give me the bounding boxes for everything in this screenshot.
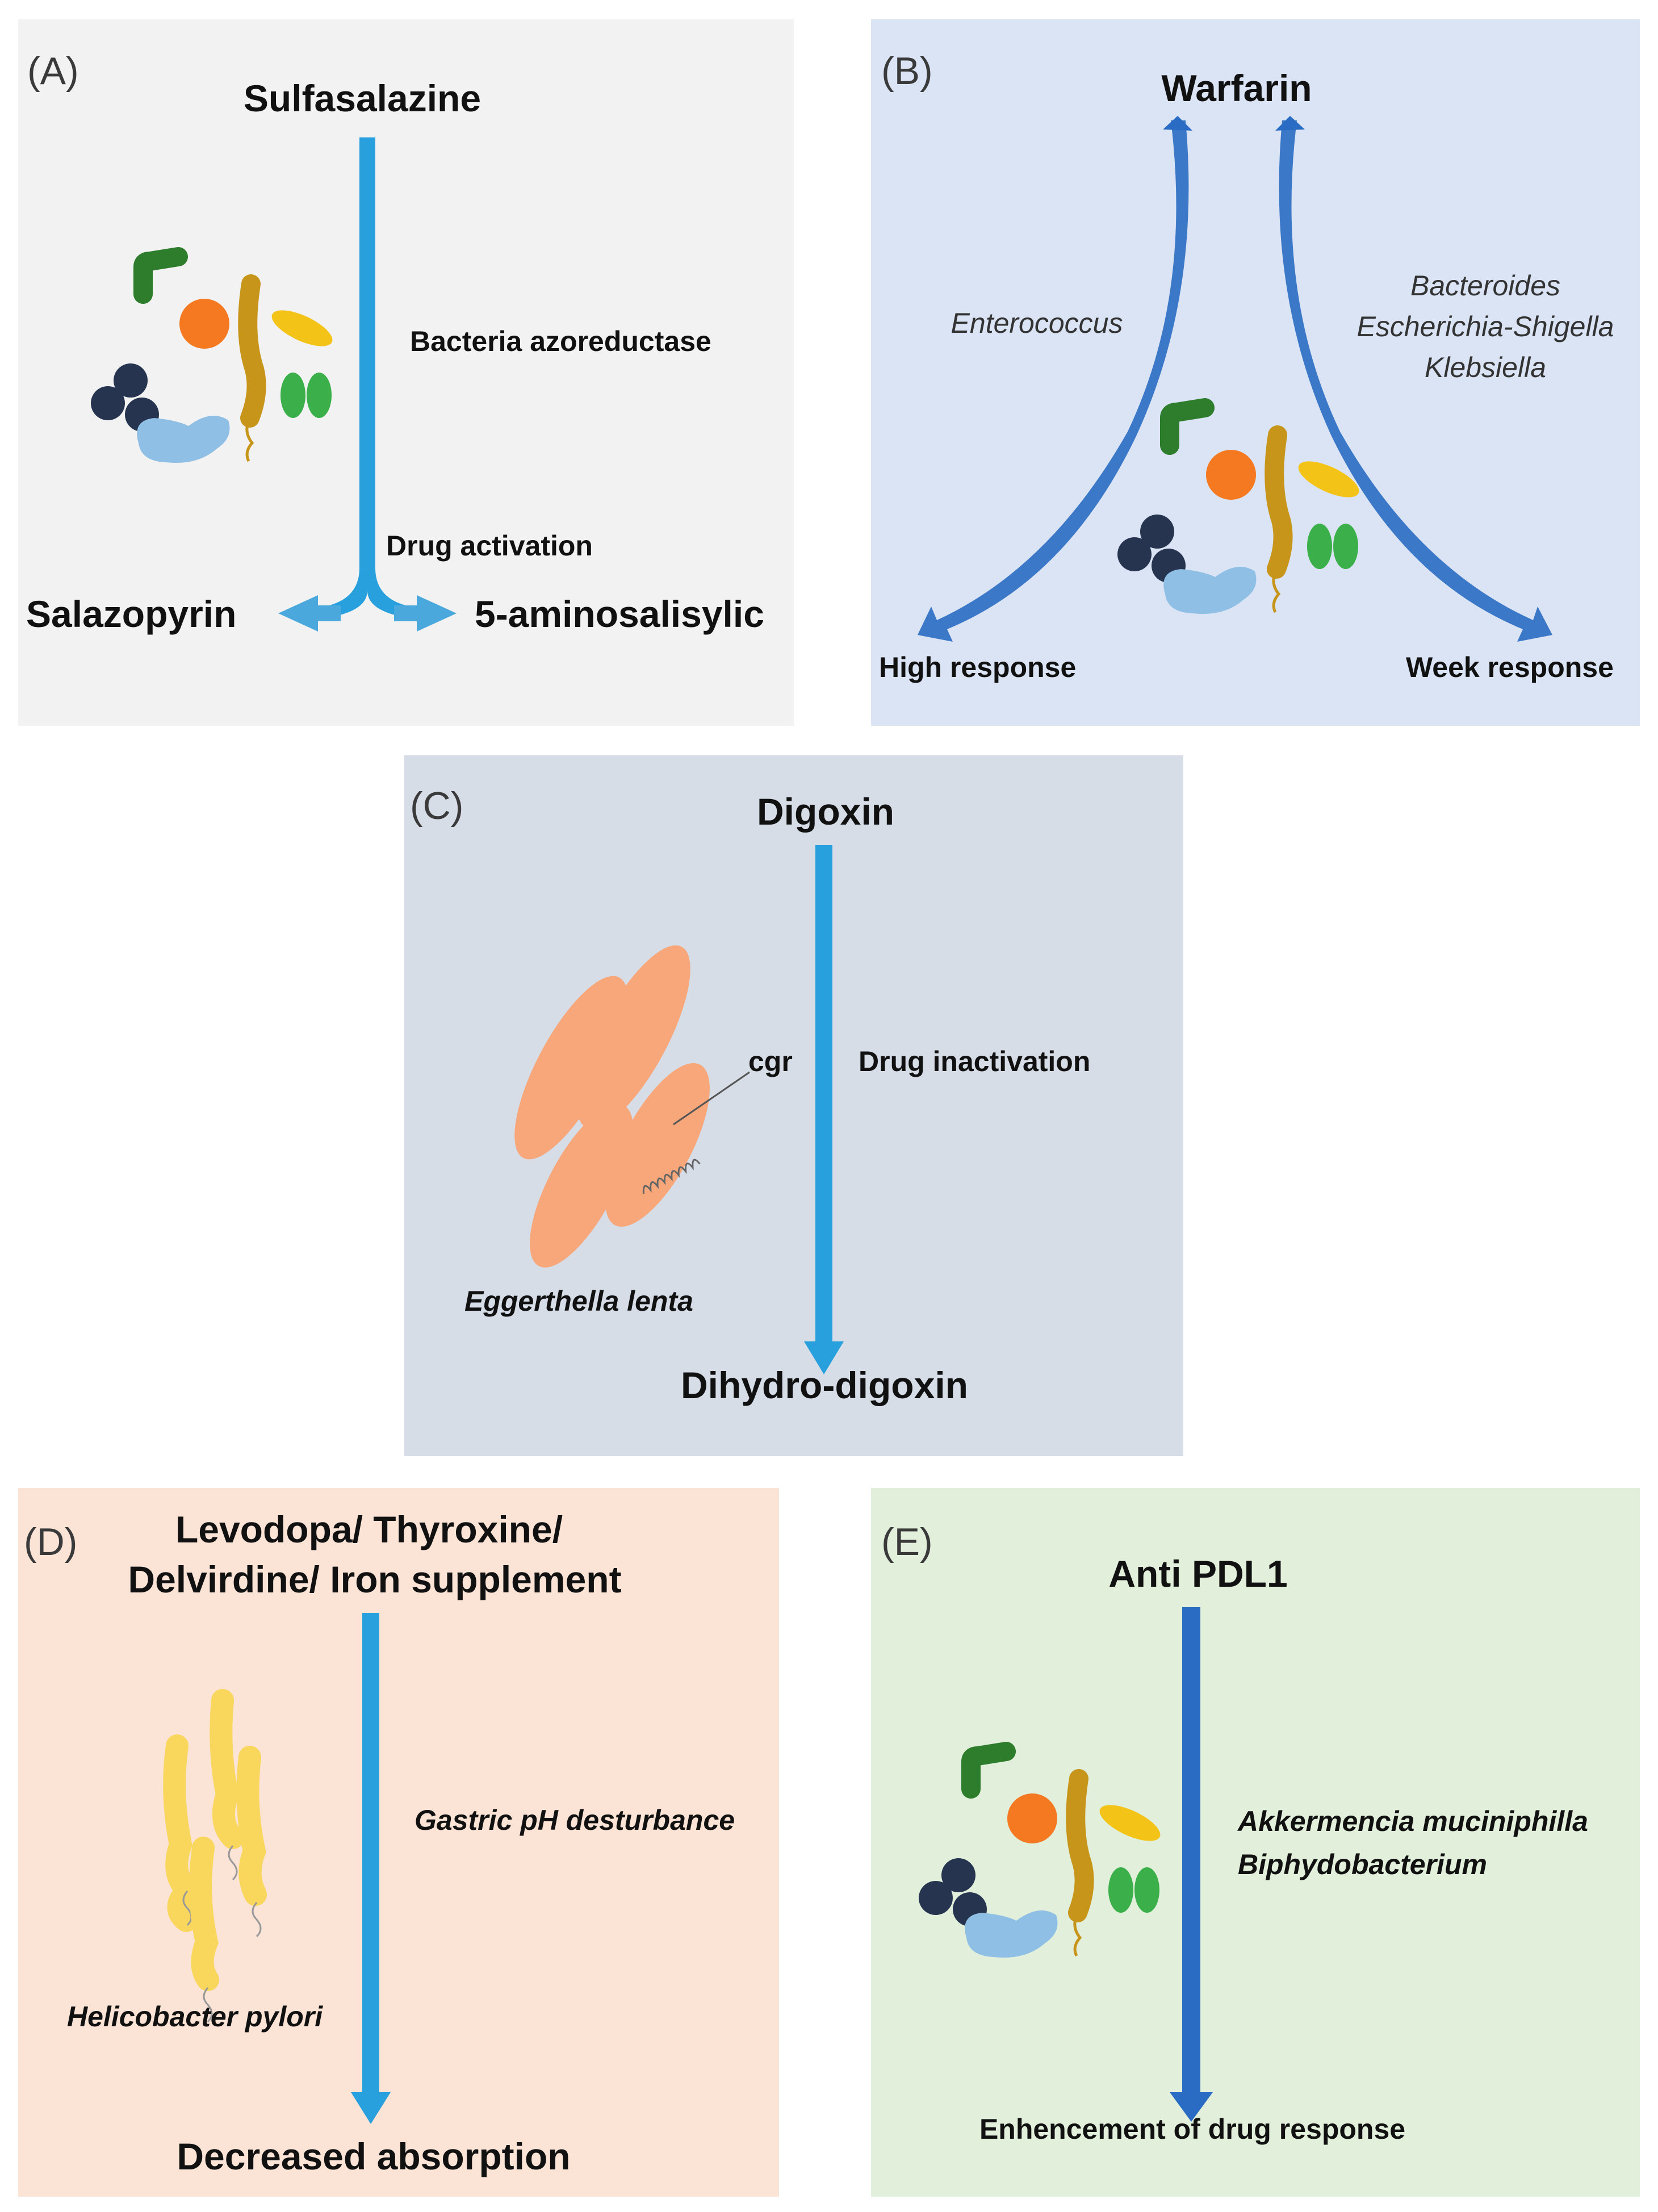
- biphydobacterium-label: Biphydobacterium: [1238, 1849, 1487, 1880]
- gastric-ph-disturbance-label: Gastric pH desturbance: [414, 1804, 735, 1836]
- digoxin-label: Digoxin: [757, 791, 894, 833]
- arrow-to-salazopyrin: [278, 595, 341, 632]
- drugs-line-2-label: Delvirdine/ Iron supplement: [128, 1558, 621, 1600]
- panel-d: (D) Levodopa/ Thyroxine/ Delvirdine/ Iro…: [18, 1488, 779, 2197]
- escherichia-shigella-label: Escherichia-Shigella: [1356, 311, 1614, 342]
- panel-e: (E) Anti PDL1 Akkermencia muciniphilla B…: [871, 1488, 1640, 2197]
- eggerthella-cell-2: [577, 945, 690, 1129]
- eggerthella-cell-3: [530, 1104, 633, 1268]
- eggerthella-cell-1: [514, 976, 628, 1160]
- 5-aminosalisylic-label: 5-aminosalisylic: [475, 593, 764, 635]
- panel-d-arrowhead: [351, 2092, 391, 2124]
- akkermencia-label: Akkermencia muciniphilla: [1237, 1805, 1588, 1837]
- cgr-label: cgr: [748, 1046, 793, 1077]
- cgr-gene-squiggle: [642, 1159, 701, 1194]
- panel-a: (A) Sulfasalazine Bacteria azoreductase …: [18, 19, 794, 726]
- helicobacter-pylori-label: Helicobacter pylori: [67, 2001, 323, 2033]
- panel-c: (C) Digoxin cgr Drug inactivation Eggert…: [404, 755, 1183, 1456]
- panel-e-arrowhead: [1170, 2092, 1213, 2122]
- panel-e-background: [871, 1488, 1640, 2197]
- eggerthella-lenta-label: Eggerthella lenta: [464, 1285, 693, 1317]
- warfarin-label: Warfarin: [1161, 67, 1312, 109]
- anti-pdl1-label: Anti PDL1: [1108, 1553, 1287, 1595]
- panel-c-vertical-arrow: [815, 845, 832, 1345]
- panel-b-background: [871, 19, 1640, 726]
- decreased-absorption-label: Decreased absorption: [177, 2135, 570, 2177]
- panel-a-letter: (A): [27, 49, 79, 93]
- right-curved-arrow: [1279, 120, 1552, 642]
- klebsiella-label: Klebsiella: [1425, 352, 1546, 383]
- panel-a-split-arrow: [318, 568, 417, 619]
- panel-d-letter: (D): [24, 1520, 77, 1563]
- enterococcus-label: Enterococcus: [951, 307, 1123, 339]
- cgr-pointer-line: [673, 1071, 750, 1126]
- drug-activation-label: Drug activation: [386, 530, 593, 562]
- panel-a-vertical-arrow: [359, 137, 375, 585]
- panel-d-background: [18, 1488, 779, 2197]
- right-arrowhead-top: [1275, 116, 1305, 131]
- panel-b: (B) Warfarin Enterococcus Bacteroides Es…: [871, 19, 1640, 726]
- dihydro-digoxin-label: Dihydro-digoxin: [681, 1364, 968, 1406]
- salazopyrin-label: Salazopyrin: [26, 593, 236, 635]
- eggerthella-cell-4: [605, 1063, 710, 1227]
- panel-e-vertical-arrow: [1182, 1607, 1200, 2096]
- week-response-label: Week response: [1406, 651, 1614, 683]
- bacteroides-label: Bacteroides: [1410, 270, 1560, 302]
- panel-e-letter: (E): [881, 1520, 933, 1563]
- bacteria-azoreductase-label: Bacteria azoreductase: [410, 325, 711, 357]
- sulfasalazine-label: Sulfasalazine: [244, 77, 481, 119]
- panel-b-letter: (B): [881, 49, 933, 93]
- high-response-label: High response: [879, 651, 1076, 683]
- left-arrowhead-top: [1163, 116, 1192, 131]
- panel-d-vertical-arrow: [362, 1613, 379, 2096]
- panel-c-letter: (C): [410, 784, 463, 827]
- enhancement-of-drug-response-label: Enhencement of drug response: [979, 2113, 1405, 2145]
- drugs-line-1-label: Levodopa/ Thyroxine/: [175, 1508, 563, 1550]
- left-curved-arrow: [918, 120, 1189, 642]
- drug-inactivation-label: Drug inactivation: [859, 1046, 1090, 1077]
- arrow-to-5-aminosalisylic: [394, 595, 457, 632]
- helicobacter-pylori-icon: [163, 1689, 267, 2023]
- panel-c-arrowhead: [804, 1341, 844, 1374]
